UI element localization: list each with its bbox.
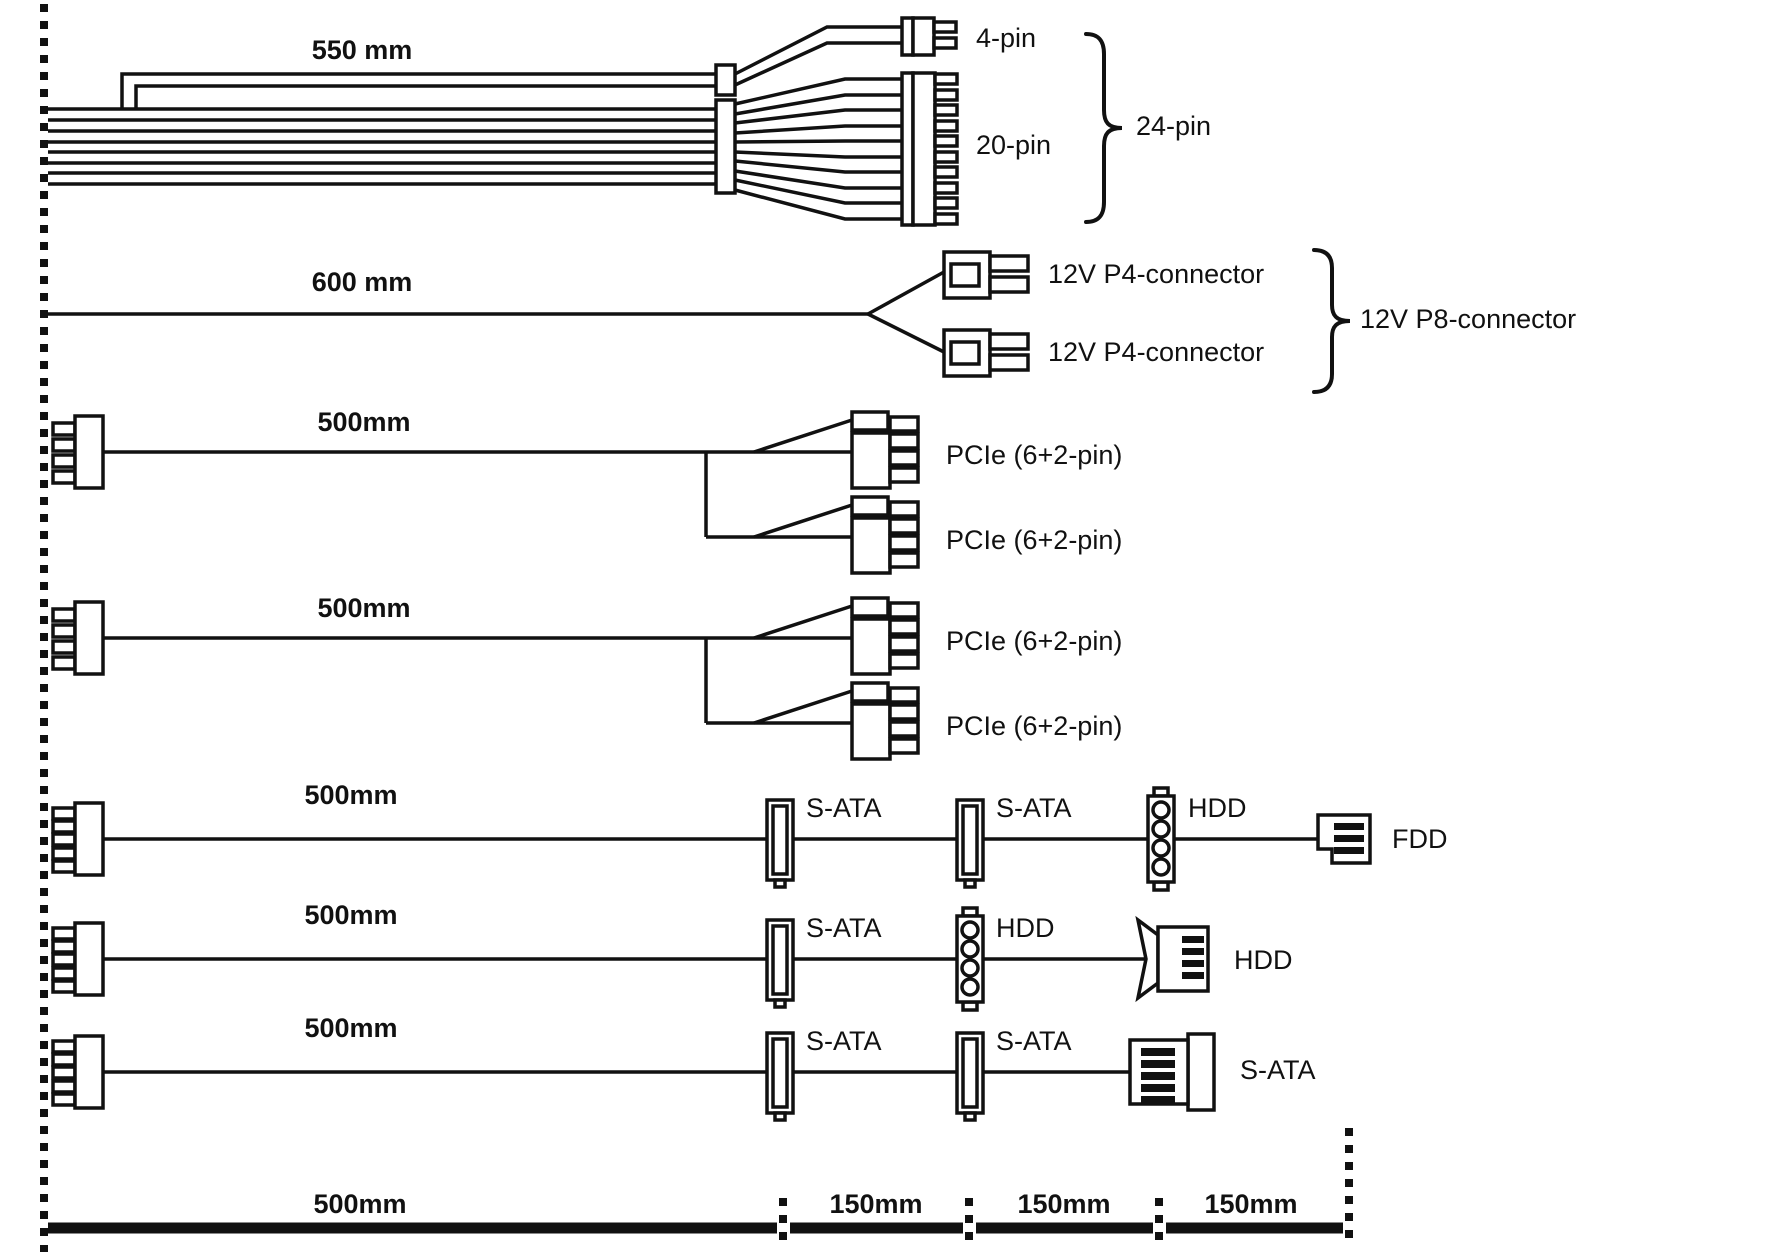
cable-6-length-label: 500mm (304, 900, 397, 930)
connector-label-sata: S-ATA (806, 913, 882, 943)
atx-20pin-cable-clip (714, 98, 737, 195)
atx-20pin-fan-wires (734, 77, 902, 221)
psu-side-connector-icon (51, 414, 105, 490)
psu-side-connector-icon (51, 600, 105, 676)
connector-label-pcie: PCIe (6+2-pin) (946, 440, 1122, 470)
connector-label-hdd: HDD (1234, 945, 1293, 975)
connector-label-sata: S-ATA (806, 1026, 882, 1056)
measurement-scale: 500mm 150mm 150mm 150mm (48, 1128, 1353, 1246)
atx-4pin-wire (734, 25, 902, 76)
pcie-plus2-wire (753, 689, 853, 725)
hdd-molex-end-connector-icon (1135, 915, 1210, 1003)
cable-peripheral-3: 500mm S-ATA (51, 1013, 1316, 1122)
connector-label-pcie: PCIe (6+2-pin) (946, 525, 1122, 555)
cable-pcie-2: 500mm PCIe (6+2-pi (51, 593, 1122, 761)
cable-1-length-label: 550 mm (312, 35, 413, 65)
brace-24pin (1084, 32, 1123, 224)
cable-7-length-label: 500mm (304, 1013, 397, 1043)
atx-4pin-connector-icon (900, 16, 958, 57)
scale-label-500mm: 500mm (313, 1189, 406, 1219)
fdd-connector-icon (1316, 813, 1372, 865)
scale-label-150mm: 150mm (829, 1189, 922, 1219)
group-label-24pin: 24-pin (1136, 111, 1211, 141)
p4-connector-icon (942, 250, 1030, 300)
pcie-connector-icon (850, 681, 920, 761)
connector-label-sata: S-ATA (1240, 1055, 1316, 1085)
sata-connector-icon (955, 798, 985, 889)
eps-split-wire (867, 312, 945, 354)
cable-eps-12v: 600 mm 12V P4-connector 12V P4-connector… (48, 248, 1576, 394)
cable-5-length-label: 500mm (304, 780, 397, 810)
sata-connector-icon (765, 1031, 795, 1122)
cable-peripheral-1: 500mm (51, 780, 1448, 892)
hdd-molex-passthrough-icon (955, 906, 985, 1012)
cable-atx-24pin: 550 mm (48, 16, 1211, 227)
p4-connector-icon (942, 328, 1030, 378)
connector-label-pcie: PCIe (6+2-pin) (946, 626, 1122, 656)
atx-wire-bundle (48, 72, 719, 186)
group-label-p8: 12V P8-connector (1360, 304, 1576, 334)
connector-label-p4-top: 12V P4-connector (1048, 259, 1264, 289)
eps-split-wire (867, 270, 945, 316)
connector-label-hdd: HDD (1188, 793, 1247, 823)
sata-connector-icon (955, 1031, 985, 1122)
sata-connector-icon (765, 918, 795, 1009)
cable-2-length-label: 600 mm (312, 267, 413, 297)
cable-peripheral-2: 500mm (51, 900, 1293, 1012)
pcie-plus2-wire (753, 418, 853, 454)
atx-20pin-connector-icon (900, 71, 959, 227)
sata-connector-icon (765, 798, 795, 889)
pcie-connector-icon (850, 410, 920, 490)
pcie-connector-icon (850, 596, 920, 676)
connector-label-pcie: PCIe (6+2-pin) (946, 711, 1122, 741)
connector-label-20pin: 20-pin (976, 130, 1051, 160)
connector-label-fdd: FDD (1392, 824, 1448, 854)
connector-label-sata: S-ATA (806, 793, 882, 823)
scale-label-150mm: 150mm (1017, 1189, 1110, 1219)
connector-label-sata: S-ATA (996, 793, 1072, 823)
cable-4-length-label: 500mm (317, 593, 410, 623)
sata-end-connector-icon (1128, 1032, 1216, 1112)
connector-label-sata: S-ATA (996, 1026, 1072, 1056)
pcie-connector-icon (850, 495, 920, 575)
pcie-plus2-wire (753, 604, 853, 640)
scale-label-150mm: 150mm (1204, 1189, 1297, 1219)
pcie-plus2-wire (753, 503, 853, 539)
atx-4pin-wire (734, 41, 902, 87)
brace-p8 (1312, 248, 1351, 394)
cable-pcie-1: 500mm PCIe (6+2-pi (51, 407, 1122, 575)
connector-label-4pin: 4-pin (976, 23, 1036, 53)
cable-3-length-label: 500mm (317, 407, 410, 437)
connector-label-p4-bottom: 12V P4-connector (1048, 337, 1264, 367)
connector-label-hdd: HDD (996, 913, 1055, 943)
hdd-molex-passthrough-icon (1146, 786, 1176, 892)
atx-4pin-cable-clip (714, 63, 737, 97)
psu-side-connector-icon (51, 921, 105, 997)
psu-side-connector-icon (51, 801, 105, 877)
psu-side-connector-icon (51, 1034, 105, 1110)
